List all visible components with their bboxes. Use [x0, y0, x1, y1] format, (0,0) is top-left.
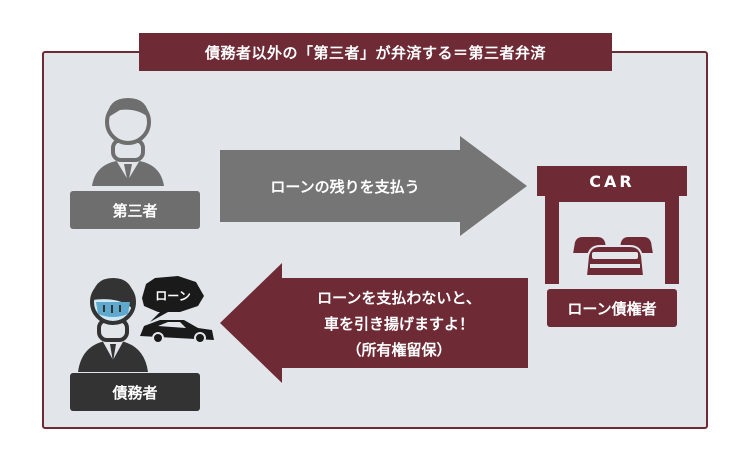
arrow-left-line-3: （所有権留保）	[346, 341, 452, 359]
arrow-left-line-2: 車を引き揚げますよ！	[323, 315, 474, 333]
third-party-label: 第三者	[70, 191, 200, 229]
speech-bubble-text: ローン	[155, 288, 191, 303]
garage-sign: CAR	[589, 171, 635, 191]
debtor-label: 債務者	[70, 373, 200, 411]
arrow-left-line-1: ローンを支払わないと、	[317, 289, 481, 307]
creditor-label: ローン債権者	[547, 289, 677, 327]
arrow-right-text: ローンの残りを支払う	[270, 178, 420, 196]
diagram-title: 債務者以外の「第三者」が弁済する＝第三者弁済	[139, 33, 612, 71]
